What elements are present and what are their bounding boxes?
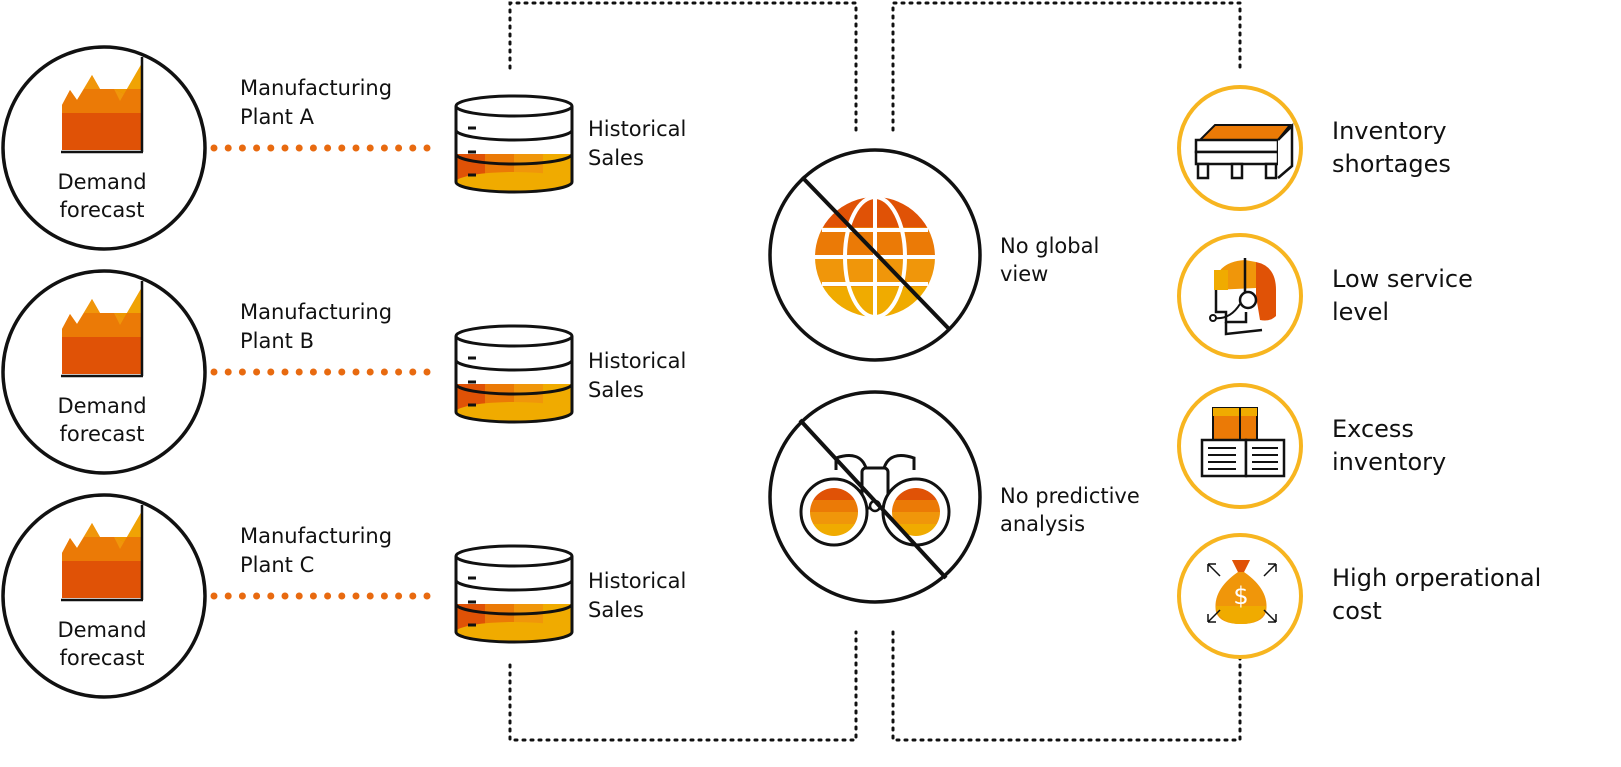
globe-icon xyxy=(815,195,935,319)
impact-label: shortages xyxy=(1332,150,1451,178)
demand-forecast-circle xyxy=(1,493,207,699)
historical-label: Historical xyxy=(588,117,686,141)
impact-label: level xyxy=(1332,298,1389,326)
plant-row-c: Demand forecast Manufacturing Plant C Hi… xyxy=(1,493,686,699)
demand-forecast-circle xyxy=(1,269,207,475)
area-chart-icon xyxy=(59,279,145,378)
problem-label: No predictive xyxy=(1000,484,1140,508)
impact-label: cost xyxy=(1332,597,1382,625)
plant-label: Manufacturing xyxy=(240,524,392,548)
impact-label: Inventory xyxy=(1332,117,1447,145)
plant-name: Plant B xyxy=(240,329,314,353)
money-bag-icon: $ xyxy=(1207,560,1277,624)
headset-agent-icon xyxy=(1209,258,1276,336)
pallet-icon xyxy=(1194,122,1294,180)
sales-label: Sales xyxy=(588,598,644,622)
problem-label: No global xyxy=(1000,234,1099,258)
no-predictive-analysis: No predictive analysis xyxy=(768,390,1140,604)
bracket-connectors xyxy=(508,1,1242,742)
plant-row-b: Demand forecast Manufacturing Plant B Hi… xyxy=(1,269,686,475)
problem-label: analysis xyxy=(1000,512,1085,536)
area-chart-icon xyxy=(59,503,145,602)
sales-label: Sales xyxy=(588,146,644,170)
impact-label: High orperational xyxy=(1332,564,1541,592)
database-icon xyxy=(454,94,574,194)
slash-icon xyxy=(798,418,948,580)
demand-label: Demand xyxy=(57,394,146,418)
forecast-label: forecast xyxy=(60,646,145,670)
demand-forecast-circle xyxy=(1,45,207,251)
plant-label: Manufacturing xyxy=(240,300,392,324)
impact-inventory-shortages: Inventory shortages xyxy=(1177,85,1451,211)
impact-excess-inventory: Excess inventory xyxy=(1177,383,1446,509)
crates-icon xyxy=(1200,407,1286,478)
impact-label: Low service xyxy=(1332,265,1473,293)
slash-icon xyxy=(800,175,952,332)
historical-label: Historical xyxy=(588,349,686,373)
problem-label: view xyxy=(1000,262,1048,286)
plant-label: Manufacturing xyxy=(240,76,392,100)
plant-row-a: Demand forecast Manufacturing Plant A Hi… xyxy=(1,45,686,251)
plant-name: Plant C xyxy=(240,553,314,577)
plant-name: Plant A xyxy=(240,105,315,129)
svg-text:$: $ xyxy=(1233,582,1248,610)
impact-label: Excess xyxy=(1332,415,1414,443)
sales-label: Sales xyxy=(588,378,644,402)
impact-label: inventory xyxy=(1332,448,1446,476)
database-icon xyxy=(454,544,574,644)
demand-label: Demand xyxy=(57,170,146,194)
demand-label: Demand xyxy=(57,618,146,642)
forecast-label: forecast xyxy=(60,198,145,222)
historical-label: Historical xyxy=(588,569,686,593)
area-chart-icon xyxy=(59,55,145,154)
forecast-label: forecast xyxy=(60,422,145,446)
database-icon xyxy=(454,324,574,424)
impact-high-operational-cost: $ High orperational cost xyxy=(1177,533,1541,659)
impact-low-service-level: Low service level xyxy=(1177,233,1473,359)
no-global-view: No global view xyxy=(768,148,1099,362)
